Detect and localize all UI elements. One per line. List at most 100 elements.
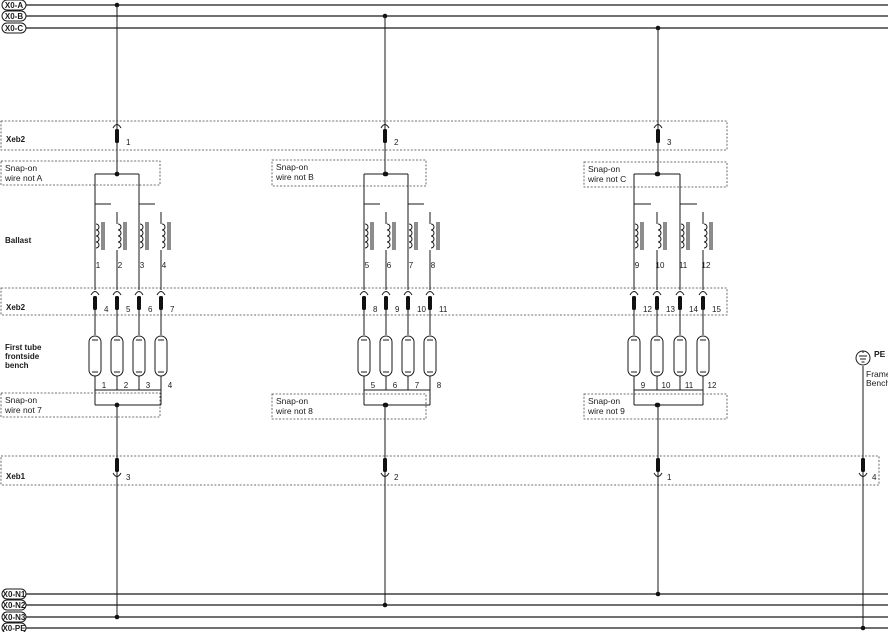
ballast-number: 5 (365, 261, 370, 270)
terminal-bar (115, 296, 119, 310)
junction-dot (114, 171, 120, 177)
ballast-number: 10 (656, 261, 665, 270)
tube-body (650, 335, 664, 377)
snap-on-top-line1: Snap-on (588, 164, 620, 174)
terminal-bar (383, 129, 387, 143)
junction-dot (654, 402, 660, 408)
coil-winding (139, 223, 144, 249)
junction-dot (654, 171, 660, 177)
terminal-bar (678, 296, 682, 310)
terminal-bar (362, 296, 366, 310)
tube-number: 7 (415, 381, 420, 390)
terminal-bar (384, 296, 388, 310)
ballast-number: 3 (140, 261, 145, 270)
terminal-cup (359, 291, 369, 296)
xeb2-mid-terminal-number: 10 (417, 305, 426, 314)
coil-winding (408, 223, 413, 249)
bus-x0-n1-label: X0-N1 (3, 590, 26, 599)
xeb2-mid-terminal (675, 291, 685, 310)
xeb1-label: Xeb1 (6, 472, 26, 481)
terminal-bar (655, 296, 659, 310)
tube-number: 8 (437, 381, 442, 390)
tube-body (132, 335, 146, 377)
bus-tap-dot (114, 614, 120, 620)
bus-tap-dot (655, 591, 661, 597)
pe-label: PE (874, 349, 886, 359)
fluorescent-tube (673, 335, 687, 377)
bus-x0-n2-label: X0-N2 (3, 601, 26, 610)
fluorescent-tube (696, 335, 710, 377)
xeb1-terminal-number: 3 (126, 473, 131, 482)
xeb2-mid-terminal-number: 14 (689, 305, 698, 314)
snap-on-bottom-line1: Snap-on (276, 396, 308, 406)
snap-on-top-line2: wire not C (587, 174, 626, 184)
terminal-cup (156, 291, 166, 296)
xeb2-mid-terminal-number: 12 (643, 305, 652, 314)
tube-label-line2: frontside (5, 352, 40, 361)
terminal-cup (403, 291, 413, 296)
terminal-cup (858, 472, 868, 477)
coil-winding (657, 223, 662, 249)
terminal-cup (698, 291, 708, 296)
fluorescent-tube (423, 335, 437, 377)
bus-x0-b-label: X0-B (5, 12, 23, 21)
bus-x0-pe-label: X0-PE (2, 624, 26, 632)
snap-on-top-line1: Snap-on (5, 163, 37, 173)
xeb1-rail (0, 455, 880, 486)
terminal-cup (112, 291, 122, 296)
fluorescent-tube (132, 335, 146, 377)
tube-body (357, 335, 371, 377)
terminal-cup (425, 291, 435, 296)
tube-body (88, 335, 102, 377)
xeb2-mid-terminal-number: 6 (148, 305, 153, 314)
xeb2-mid-terminal-number: 15 (712, 305, 721, 314)
earth-icon (855, 350, 871, 366)
ballast-number: 8 (431, 261, 436, 270)
ballast-coil (657, 222, 667, 250)
xeb2-mid-terminal (652, 291, 662, 310)
xeb2-mid-terminal (134, 291, 144, 310)
xeb2-mid-terminal-number: 7 (170, 305, 175, 314)
xeb2-mid-terminal (156, 291, 166, 310)
terminal-bar (383, 458, 387, 472)
tube-number: 6 (393, 381, 398, 390)
fluorescent-tube (627, 335, 641, 377)
xeb2-mid-terminal (359, 291, 369, 310)
coil-winding (95, 223, 100, 249)
xeb2-top-terminal (653, 124, 663, 143)
snap-on-bottom-line1: Snap-on (588, 396, 620, 406)
terminal-bar (656, 129, 660, 143)
ballast-coil (364, 222, 374, 250)
tube-number: 9 (641, 381, 646, 390)
terminal-cup (380, 472, 390, 477)
snap-on-bottom-box (583, 393, 728, 420)
frame-label-line2: Bench (866, 378, 888, 388)
tube-body (673, 335, 687, 377)
terminal-cup (653, 472, 663, 477)
tube-number: 12 (708, 381, 717, 390)
ballast-coil (634, 222, 644, 250)
coil-winding (680, 223, 685, 249)
xeb2-top-terminal (380, 124, 390, 143)
xeb2-top-terminal-number: 2 (394, 138, 399, 147)
bus-x0-n3-label: X0-N3 (3, 613, 26, 622)
ballast-number: 6 (387, 261, 392, 270)
bus-x0-a-label: X0-A (5, 1, 23, 10)
tube-number: 2 (124, 381, 129, 390)
terminal-bar (656, 458, 660, 472)
xeb1-terminal-number: 2 (394, 473, 399, 482)
coil-winding (161, 223, 166, 249)
xeb2-mid-terminal-number: 8 (373, 305, 378, 314)
bus-tap-dot (860, 625, 866, 631)
tube-body (627, 335, 641, 377)
bus-tap-dot (382, 602, 388, 608)
xeb2-mid-terminal (629, 291, 639, 310)
xeb1-terminal (380, 458, 390, 477)
snap-on-top-box (583, 161, 728, 188)
tube-number: 4 (168, 381, 173, 390)
coil-winding (117, 223, 122, 249)
tube-body (379, 335, 393, 377)
ballast-label: Ballast (5, 236, 32, 245)
terminal-cup (629, 291, 639, 296)
snap-on-top-box (271, 159, 427, 187)
